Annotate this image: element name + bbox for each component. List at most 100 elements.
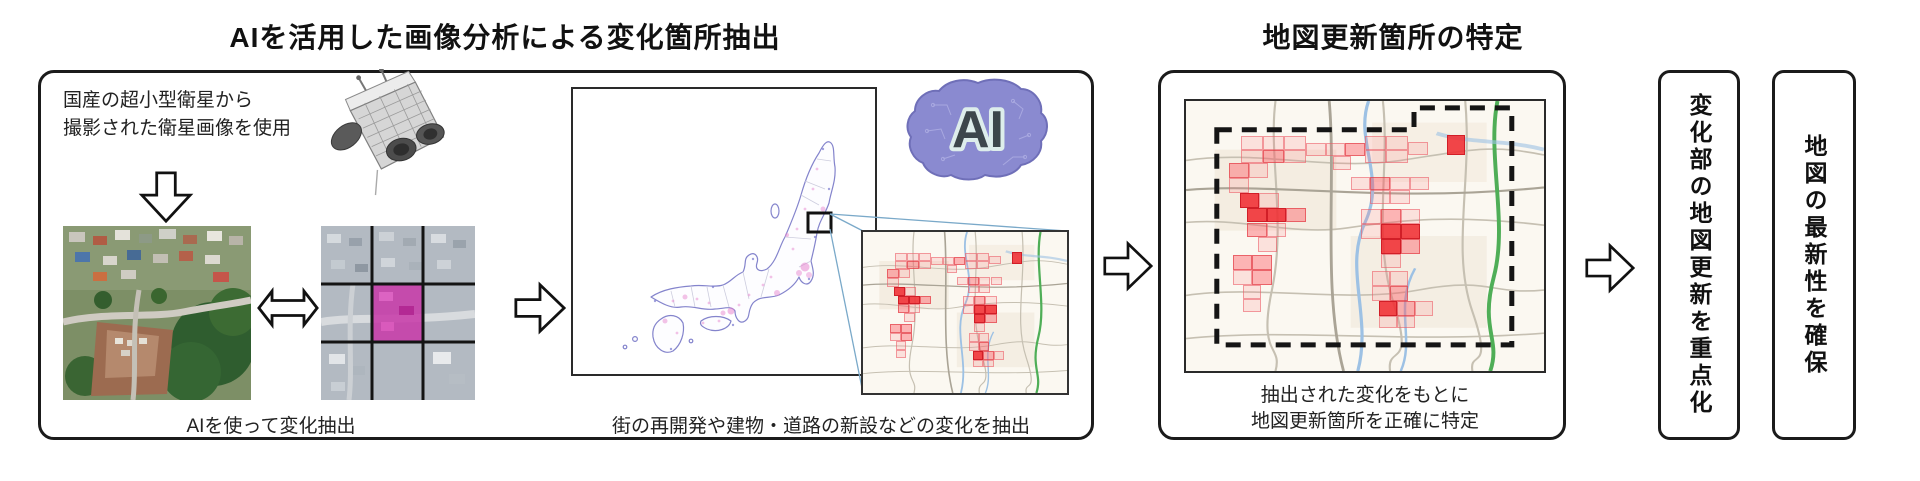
change-cell	[968, 285, 980, 294]
title-extraction: AIを活用した画像分析による変化箇所抽出	[229, 22, 781, 53]
change-cell	[1379, 300, 1398, 316]
change-cell	[983, 359, 994, 368]
identified-change-cells	[1186, 101, 1544, 371]
change-cell	[904, 286, 917, 296]
change-cell	[1390, 285, 1408, 301]
change-cell	[920, 295, 932, 305]
change-cell	[942, 256, 954, 265]
change-cell	[1252, 254, 1272, 270]
change-cell	[897, 295, 909, 305]
flow-right-arrow-icon-2	[1103, 238, 1153, 294]
change-cell	[989, 256, 1001, 265]
change-cell	[979, 342, 990, 352]
change-cell	[1400, 209, 1421, 224]
change-cell	[1259, 192, 1280, 208]
change-cell	[983, 351, 994, 360]
change-cell	[1372, 271, 1391, 286]
change-cell	[979, 285, 991, 294]
identification-caption: 抽出された変化をもとに 地図更新箇所を正確に特定	[1161, 383, 1569, 434]
change-cell	[1257, 237, 1278, 253]
change-cell	[1390, 271, 1408, 286]
change-cell	[1232, 254, 1253, 270]
change-cell	[1262, 136, 1285, 150]
change-cell	[973, 359, 984, 368]
change-cell	[974, 314, 986, 323]
change-cell	[919, 252, 932, 261]
change-cell	[1228, 177, 1249, 193]
change-cell	[969, 342, 980, 352]
change-cell	[1241, 149, 1263, 164]
source-note: 国産の超小型衛星から 撮影された衛星画像を使用	[63, 87, 291, 142]
change-cell	[919, 260, 932, 270]
change-cell	[900, 332, 912, 342]
change-cell	[903, 313, 916, 323]
change-cell	[1372, 285, 1391, 301]
change-cell	[894, 260, 907, 270]
change-cell	[974, 296, 986, 306]
change-cell	[1305, 142, 1326, 157]
aerial-photo-before	[63, 226, 251, 400]
change-cell	[1415, 300, 1433, 316]
change-cell	[1262, 149, 1285, 164]
change-cell	[1381, 253, 1401, 269]
change-cell	[1390, 176, 1410, 191]
change-cell	[1228, 163, 1249, 178]
change-cell	[974, 305, 986, 315]
change-cell	[1407, 141, 1428, 155]
change-cell	[895, 350, 906, 358]
change-cell	[1381, 238, 1401, 254]
change-cell	[969, 333, 980, 343]
change-cell	[953, 256, 965, 265]
change-cell	[1241, 136, 1263, 150]
change-cell	[965, 260, 978, 270]
ai-brain-icon: AI AI	[901, 75, 1055, 186]
change-cell	[908, 304, 921, 314]
change-cell	[1239, 192, 1260, 208]
change-cell	[965, 252, 978, 261]
change-cell	[908, 295, 921, 305]
change-cell	[985, 305, 997, 315]
change-cell	[1332, 156, 1351, 170]
outcome-box-map-update-priority: 変化部の地図更新を重点化	[1658, 70, 1740, 440]
change-cell	[1370, 190, 1391, 204]
aerial-photo-after-grid	[321, 226, 475, 400]
change-cell	[1400, 223, 1421, 239]
source-note-line1: 国産の超小型衛星から	[63, 90, 254, 111]
change-cell	[1379, 315, 1398, 328]
change-cell	[1243, 299, 1262, 312]
change-cell	[1011, 252, 1023, 265]
change-cell	[1361, 223, 1382, 239]
change-cell	[1447, 134, 1466, 155]
change-cell	[1361, 209, 1382, 224]
change-cell	[973, 351, 984, 360]
change-cell	[1397, 315, 1416, 328]
change-cell	[977, 252, 990, 261]
identification-caption-line1: 抽出された変化をもとに	[1260, 385, 1470, 406]
change-cell	[895, 341, 906, 351]
outcome-box-map-freshness: 地図の最新性を確保	[1772, 70, 1856, 440]
change-cell	[1232, 269, 1253, 285]
change-cell	[946, 265, 957, 274]
outcome-label-map-freshness: 地図の最新性を確保	[1801, 133, 1827, 377]
change-cell	[898, 269, 910, 278]
change-cell	[1381, 223, 1401, 239]
change-cell	[985, 296, 997, 306]
change-cell	[1284, 149, 1306, 164]
change-cell	[993, 351, 1004, 360]
down-arrow-icon	[138, 171, 194, 223]
change-cell	[894, 252, 907, 261]
change-cell	[979, 277, 991, 286]
outcome-label-map-update-priority: 変化部の地図更新を重点化	[1686, 93, 1712, 417]
panel-identification: 抽出された変化をもとに 地図更新箇所を正確に特定	[1158, 70, 1566, 440]
change-cell	[1286, 207, 1306, 223]
change-cell	[1248, 163, 1269, 178]
change-cell	[897, 304, 909, 314]
change-cell	[1243, 284, 1262, 300]
title-identification: 地図更新箇所の特定	[1262, 22, 1524, 53]
panel-extraction: 国産の超小型衛星から 撮影された衛星画像を使用	[38, 67, 1094, 440]
change-cell	[962, 305, 975, 315]
change-cell	[1409, 176, 1430, 191]
change-cell	[1266, 207, 1287, 223]
change-cell	[889, 323, 901, 333]
